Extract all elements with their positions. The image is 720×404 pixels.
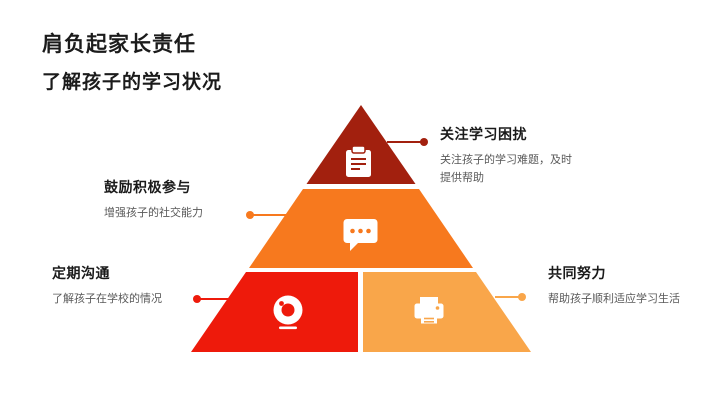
callout-desc: 了解孩子在学校的情况 xyxy=(52,293,162,305)
connector-bottom-left xyxy=(193,295,229,303)
callout-middle-left: 鼓励积极参与 增强孩子的社交能力 xyxy=(104,177,274,222)
callout-title: 定期沟通 xyxy=(52,265,110,281)
pyramid-level-bottom-right xyxy=(363,272,531,352)
connector-bottom-right xyxy=(495,293,526,301)
callout-desc: 增强孩子的社交能力 xyxy=(104,207,203,219)
callout-title: 关注学习困扰 xyxy=(440,126,527,142)
page-subtitle: 了解孩子的学习状况 xyxy=(42,72,223,93)
callout-title: 共同努力 xyxy=(548,265,606,281)
callout-desc: 关注孩子的学习难题，及时提供帮助 xyxy=(440,154,572,185)
connector-middle-left xyxy=(246,211,287,219)
callout-top-right: 关注学习困扰 关注孩子的学习难题，及时提供帮助 xyxy=(440,124,582,187)
chat-ellipsis-icon xyxy=(343,219,378,251)
callout-bottom-right: 共同努力 帮助孩子顺利适应学习生活 xyxy=(548,263,708,308)
webcam-icon xyxy=(273,295,303,330)
clipboard-icon xyxy=(346,145,371,177)
callout-title: 鼓励积极参与 xyxy=(104,179,191,195)
connector-top-right xyxy=(387,138,428,146)
printer-icon xyxy=(414,297,444,324)
callout-desc: 帮助孩子顺利适应学习生活 xyxy=(548,293,680,305)
pyramid-level-top xyxy=(306,105,416,184)
callout-bottom-left: 定期沟通 了解孩子在学校的情况 xyxy=(52,263,232,308)
page-title: 肩负起家长责任 xyxy=(42,33,196,56)
